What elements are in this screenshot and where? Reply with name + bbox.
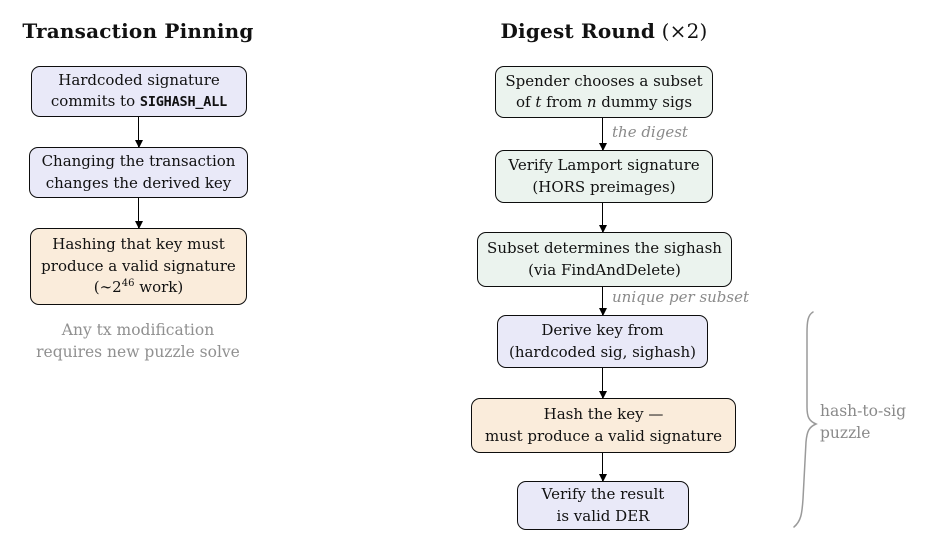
box-line: Derive key from — [541, 321, 664, 339]
box-changing-transaction: Changing the transaction changes the der… — [29, 147, 248, 198]
arrow-down-icon — [135, 198, 144, 229]
box-line: Hash the key — — [543, 405, 664, 423]
arrow-down-icon — [599, 203, 608, 233]
box-line: of t from n dummy sigs — [515, 93, 693, 111]
arrow-down-icon — [599, 368, 608, 399]
right-column-title: Digest Round (×2) — [501, 19, 708, 43]
arrow-down-icon — [135, 117, 144, 148]
right-title-multiplier: (×2) — [655, 19, 708, 43]
curly-brace-icon — [793, 311, 818, 528]
left-title-text: Transaction Pinning — [22, 19, 254, 43]
box-line: Verify Lamport signature — [508, 156, 700, 174]
box-derive-key: Derive key from (hardcoded sig, sighash) — [497, 315, 708, 368]
box-line: (via FindAndDelete) — [528, 260, 681, 279]
box-line: Spender chooses a subset — [505, 71, 703, 90]
box-line: (HORS preimages) — [532, 177, 676, 196]
brace-label-line: hash-to-sig — [820, 402, 907, 420]
exponent: 46 — [121, 278, 135, 290]
arrow-down-icon — [599, 287, 608, 316]
edge-label-the-digest: the digest — [612, 123, 688, 141]
box-subset-sighash: Subset determines the sighash (via FindA… — [477, 232, 732, 287]
box-line: Verify the result — [541, 485, 665, 503]
left-footnote: Any tx modification requires new puzzle … — [36, 320, 240, 363]
box-spender-subset: Spender chooses a subset of t from n dum… — [495, 66, 713, 118]
brace-label: hash-to-sig puzzle — [820, 400, 906, 444]
box-hash-the-key: Hash the key — must produce a valid sign… — [471, 398, 736, 453]
math-var-n: n — [586, 93, 597, 111]
box-line: Subset determines the sighash — [487, 239, 722, 257]
box-line: Hashing that key must — [52, 235, 225, 254]
right-title-text: Digest Round — [500, 19, 656, 43]
left-column-title: Transaction Pinning — [22, 19, 253, 43]
math-var-t: t — [535, 93, 542, 111]
arrow-down-icon — [599, 118, 608, 151]
box-hardcoded-signature: Hardcoded signature commits to SIGHASH_A… — [31, 66, 247, 117]
box-verify-der: Verify the result is valid DER — [517, 481, 689, 530]
box-line: produce a valid signature — [41, 256, 236, 275]
box-line: changes the derived key — [45, 173, 232, 192]
code-sighash-all: SIGHASH_ALL — [139, 94, 228, 110]
arrow-down-icon — [599, 453, 608, 482]
box-line: (hardcoded sig, sighash) — [508, 342, 697, 361]
edge-label-unique-per-subset: unique per subset — [612, 288, 750, 306]
footnote-line: Any tx modification — [61, 321, 215, 339]
box-hashing-key-work: Hashing that key must produce a valid si… — [30, 228, 247, 305]
box-verify-lamport: Verify Lamport signature (HORS preimages… — [495, 150, 713, 203]
box-line: commits to SIGHASH_ALL — [50, 92, 228, 110]
box-line: must produce a valid signature — [484, 426, 723, 445]
box-line: is valid DER — [556, 506, 650, 525]
footnote-line: requires new puzzle solve — [36, 342, 240, 361]
box-line: (∼246 work) — [93, 278, 184, 297]
brace-label-line: puzzle — [820, 424, 871, 442]
box-line: Hardcoded signature — [58, 70, 220, 89]
box-line: Changing the transaction — [41, 152, 236, 170]
